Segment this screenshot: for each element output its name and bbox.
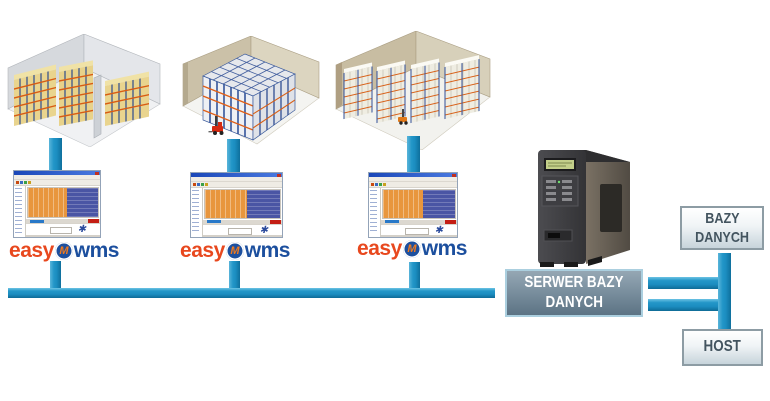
- screenshot-toolbar: [369, 182, 457, 188]
- connector-warehouse3-wms3: [407, 136, 420, 172]
- screenshot-menubar: [191, 177, 282, 182]
- warehouse-2-icon: [182, 36, 320, 145]
- easywms-orb-icon: M: [225, 242, 244, 260]
- screenshot-toolbar: [191, 182, 282, 188]
- screenshot-form-panel: [26, 223, 100, 236]
- wms-screenshot-3: [368, 172, 458, 238]
- screenshot-statusbar: [26, 219, 100, 224]
- screenshot-form-panel: [203, 223, 282, 235]
- logo-easy-text: easy: [357, 237, 402, 260]
- screenshot-warehouse-map: [382, 189, 456, 219]
- server-tower-icon: [538, 150, 630, 267]
- screenshot-warehouse-map: [27, 187, 99, 219]
- connector-wms2-bus: [229, 261, 240, 288]
- logo-wms-text: wms: [421, 237, 468, 260]
- screenshot-statusbar: [203, 219, 282, 224]
- host-label: HOST: [703, 338, 742, 356]
- easywms-orb-icon: M: [402, 240, 421, 258]
- connector-vertical-right: [718, 253, 731, 329]
- logo-wms-text: wms: [244, 239, 291, 262]
- connector-wms1-bus: [50, 261, 61, 288]
- screenshot-menubar: [14, 175, 100, 180]
- screenshot-data-table: [381, 235, 457, 237]
- connector-server-host: [648, 299, 731, 311]
- logo-easy-text: easy: [9, 239, 54, 262]
- logo-easy-text: easy: [180, 239, 225, 262]
- wms-screenshot-1: [13, 170, 101, 238]
- warehouse-3-icon: [335, 31, 491, 150]
- database-box: BAZY DANYCH: [680, 206, 764, 250]
- screenshot-titlebar: [369, 173, 457, 177]
- logo-wms-text: wms: [73, 239, 120, 262]
- screenshot-sidebar-tree: [369, 188, 381, 237]
- database-label-line2: DANYCH: [695, 229, 749, 246]
- wms-screenshot-2: [190, 172, 283, 238]
- screenshot-toolbar: [14, 180, 100, 186]
- easywms-orb-icon: M: [54, 242, 73, 260]
- screenshot-titlebar: [14, 171, 100, 175]
- screenshot-menubar: [369, 177, 457, 182]
- warehouse-1-icon: [7, 34, 161, 147]
- server-label-box: SERWER BAZY DANYCH: [505, 269, 643, 317]
- screenshot-data-table: [203, 235, 282, 237]
- server-label-line2: DANYCH: [545, 294, 603, 311]
- screenshot-data-table: [26, 235, 100, 238]
- screenshot-sidebar-tree: [14, 186, 26, 237]
- connector-server-database: [648, 277, 731, 289]
- network-bus: [8, 288, 495, 298]
- screenshot-titlebar: [191, 173, 282, 177]
- screenshot-form-panel: [381, 223, 457, 235]
- database-label-line1: BAZY: [704, 209, 740, 227]
- screenshot-statusbar: [381, 219, 457, 224]
- host-box: HOST: [682, 329, 763, 366]
- screenshot-sidebar-tree: [191, 188, 203, 237]
- connector-warehouse1-wms1: [49, 138, 62, 170]
- server-label-line1: SERWER BAZY: [524, 274, 624, 291]
- connector-wms3-bus: [409, 262, 420, 288]
- screenshot-warehouse-map: [204, 189, 281, 219]
- connector-warehouse2-wms2: [227, 139, 240, 172]
